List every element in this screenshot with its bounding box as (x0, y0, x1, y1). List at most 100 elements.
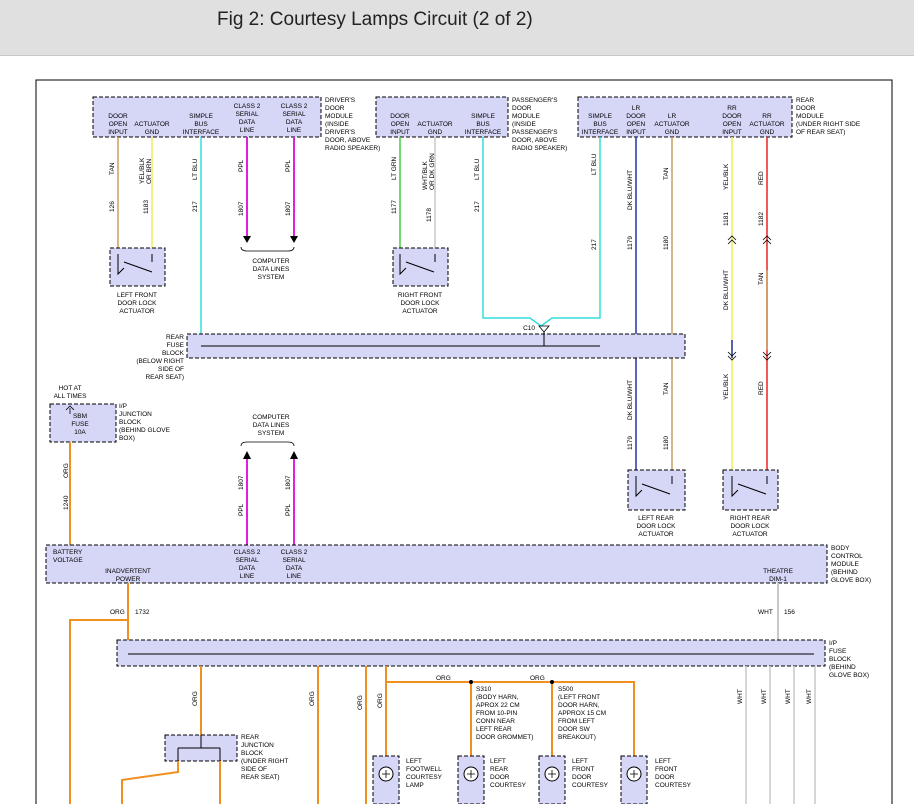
svg-text:1178: 1178 (426, 208, 433, 222)
svg-text:1180: 1180 (663, 236, 670, 250)
svg-text:217: 217 (474, 201, 481, 212)
svg-text:C10: C10 (523, 325, 535, 332)
svg-text:ORG: ORG (110, 609, 125, 616)
svg-text:126: 126 (109, 201, 116, 212)
svg-text:TAN: TAN (109, 162, 116, 175)
svg-text:217: 217 (192, 201, 199, 212)
svg-text:1732: 1732 (135, 609, 150, 616)
svg-text:1177: 1177 (391, 200, 398, 214)
svg-text:ORG: ORG (377, 693, 384, 708)
svg-text:DK BLU/WHT: DK BLU/WHT (723, 270, 730, 310)
svg-text:ORG: ORG (192, 691, 199, 706)
diagram-frame (35, 79, 893, 804)
svg-text:1807: 1807 (285, 201, 292, 216)
svg-text:TAN: TAN (663, 167, 670, 180)
svg-text:ORG: ORG (309, 691, 316, 706)
svg-text:ORG: ORG (357, 695, 364, 710)
svg-text:WHT/BLK: WHT/BLK (422, 160, 429, 190)
svg-text:OR DK GRN: OR DK GRN (429, 153, 436, 190)
svg-text:1807: 1807 (238, 201, 245, 216)
svg-text:1179: 1179 (627, 236, 634, 250)
svg-text:WHT: WHT (758, 609, 773, 616)
svg-text:DK BLU/WHT: DK BLU/WHT (627, 170, 634, 210)
svg-text:RED: RED (758, 171, 765, 185)
svg-text:LT BLU: LT BLU (192, 158, 199, 180)
svg-text:156: 156 (784, 609, 795, 616)
svg-text:217: 217 (591, 239, 598, 250)
svg-text:RED: RED (758, 381, 765, 395)
svg-text:WHT: WHT (737, 689, 744, 704)
svg-text:LT GRN: LT GRN (391, 156, 398, 180)
svg-text:YEL/BLK: YEL/BLK (139, 157, 146, 184)
svg-text:ORG: ORG (530, 675, 545, 682)
wire-labels: TAN 126 YEL/BLK OR BRN 1183 LT BLU 217 P… (63, 153, 765, 516)
svg-text:PPL: PPL (285, 159, 292, 172)
svg-text:PPL: PPL (238, 159, 245, 172)
svg-text:1181: 1181 (723, 212, 730, 226)
top-wires (117, 137, 772, 470)
svg-text:1807: 1807 (238, 475, 245, 490)
svg-text:TAN: TAN (758, 272, 765, 285)
svg-text:1179: 1179 (627, 436, 634, 450)
svg-text:LT BLU: LT BLU (591, 153, 598, 175)
svg-text:1807: 1807 (285, 475, 292, 490)
svg-text:YEL/BLK: YEL/BLK (723, 373, 730, 400)
svg-text:DK BLU/WHT: DK BLU/WHT (627, 380, 634, 420)
bcm-outputs: ORG 1732 WHT 156 (69, 583, 795, 804)
svg-text:1183: 1183 (143, 200, 150, 214)
svg-text:OR BRN: OR BRN (146, 158, 153, 184)
svg-text:PPL: PPL (238, 503, 245, 516)
svg-text:TAN: TAN (663, 382, 670, 395)
svg-text:YEL/BLK: YEL/BLK (723, 163, 730, 190)
lower-outputs: ORG ORG ORG ORG ORG ORG WHT WHT WHT WHT (192, 666, 816, 804)
svg-text:ORG: ORG (63, 463, 70, 478)
